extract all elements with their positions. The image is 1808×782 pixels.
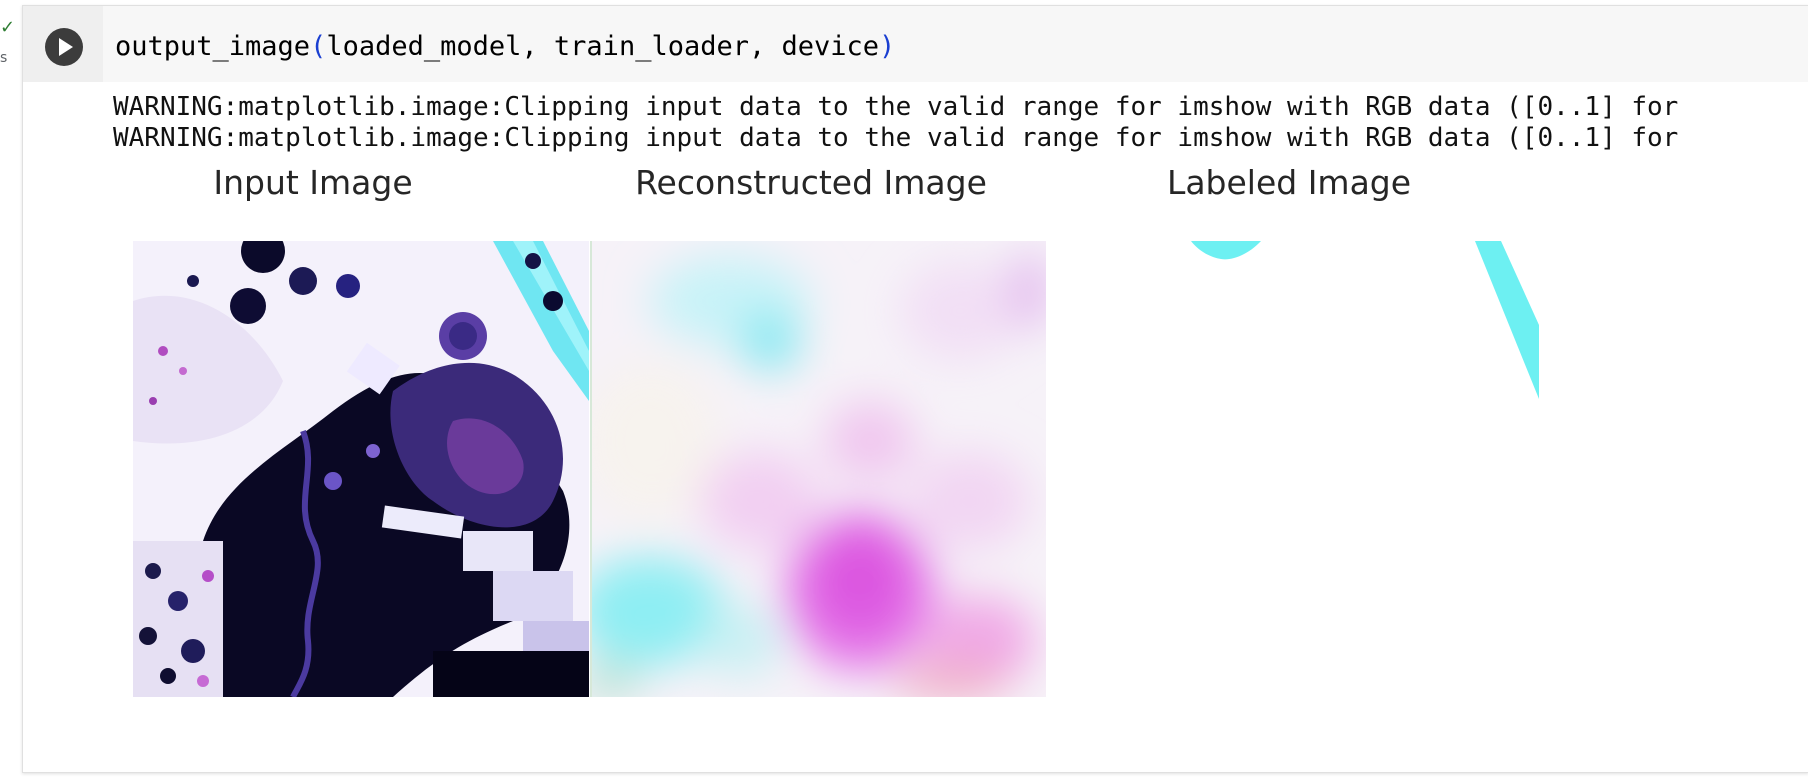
code-cell[interactable]: output_image(loaded_model, train_loader,…	[22, 5, 1808, 773]
labeled-image-title: Labeled Image	[1166, 163, 1412, 202]
input-image	[133, 241, 589, 697]
check-icon: ✓	[0, 17, 16, 38]
warning-line-2: WARNING:matplotlib.image:Clipping input …	[113, 123, 1679, 153]
code-function-name: output_image	[115, 31, 311, 62]
code-editor-line[interactable]: output_image(loaded_model, train_loader,…	[115, 30, 895, 64]
code-close-paren: )	[879, 31, 896, 62]
cell-output: WARNING:matplotlib.image:Clipping input …	[23, 90, 1808, 770]
labeled-image	[1083, 241, 1539, 697]
run-cell-button[interactable]	[45, 28, 83, 66]
play-icon	[59, 38, 73, 56]
code-arguments: loaded_model, train_loader, device	[326, 31, 880, 62]
run-gutter	[23, 6, 103, 82]
warning-line-1: WARNING:matplotlib.image:Clipping input …	[113, 92, 1679, 122]
reconstructed-image	[590, 241, 1046, 697]
cell-input-area[interactable]: output_image(loaded_model, train_loader,…	[23, 6, 1808, 82]
execution-time: s	[0, 50, 8, 66]
code-open-paren: (	[310, 31, 327, 62]
reconstructed-image-title: Reconstructed Image	[635, 163, 987, 202]
input-image-title: Input Image	[213, 163, 413, 202]
cell-gutter: ✓ s	[0, 0, 22, 782]
